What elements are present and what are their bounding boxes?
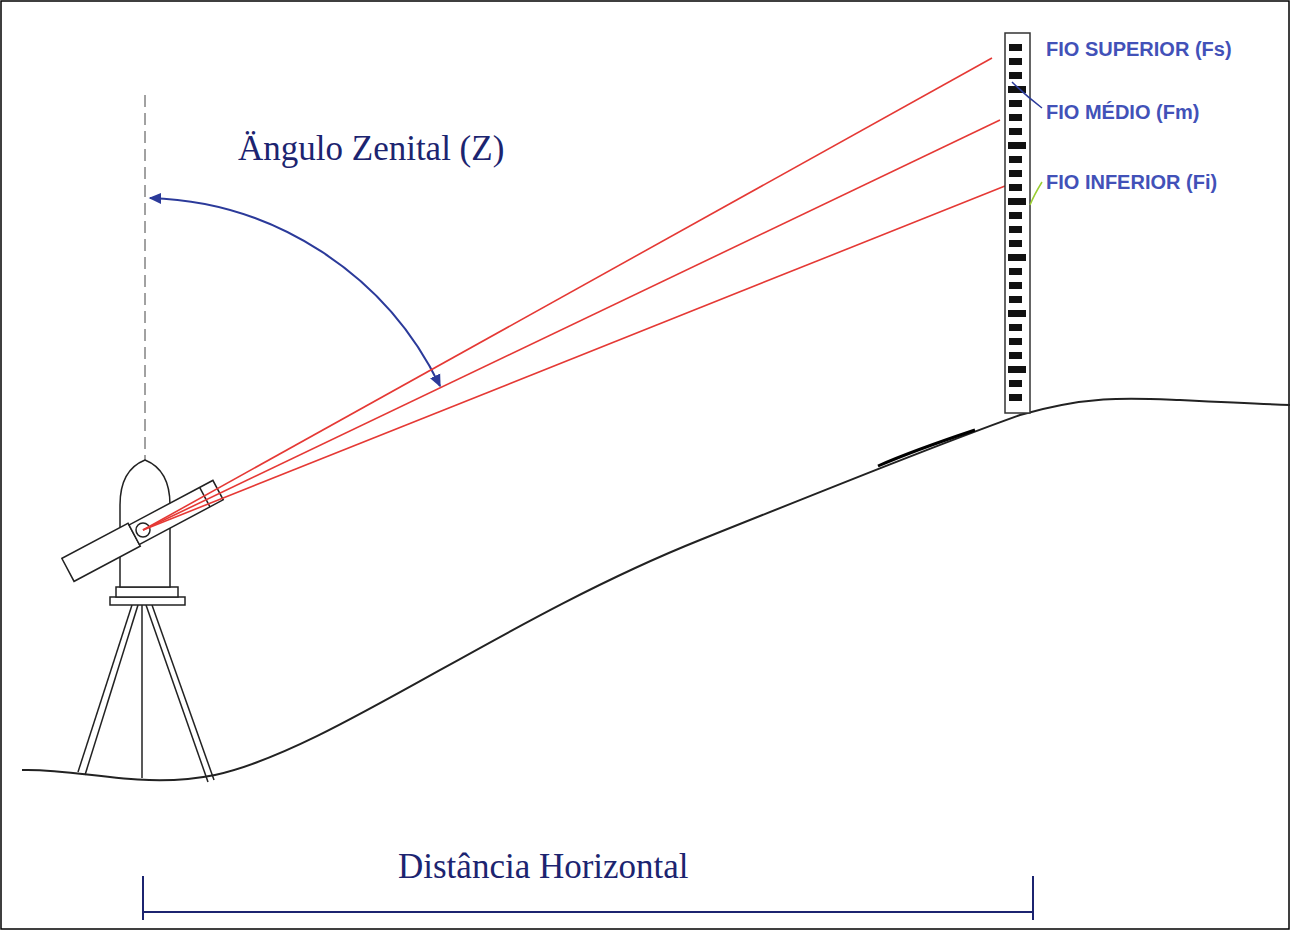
rod-tick <box>1009 44 1022 51</box>
rod-tick <box>1009 324 1022 331</box>
rod-tick <box>1009 100 1022 107</box>
wire-label: FIO MÉDIO (Fm) <box>1046 101 1199 123</box>
rod-tick <box>1009 114 1022 121</box>
leveling-rod <box>1005 33 1030 413</box>
rod-tick <box>1009 338 1022 345</box>
angle-label: Ängulo Zenital (Z) <box>238 130 504 169</box>
rod-tick <box>1009 380 1022 387</box>
rod-tick <box>1008 310 1026 317</box>
rod-tick <box>1009 268 1022 275</box>
distance-label: Distância Horizontal <box>398 848 689 887</box>
rod-tick <box>1008 142 1026 149</box>
wire-label: FIO INFERIOR (Fi) <box>1046 171 1217 193</box>
rod-tick <box>1009 72 1022 79</box>
rod-tick <box>1009 58 1022 65</box>
zenith-arc <box>150 198 440 386</box>
rod-tick <box>1009 296 1022 303</box>
rod-tick <box>1009 226 1022 233</box>
terrain-mark <box>878 430 975 466</box>
rod-tick <box>1008 198 1026 205</box>
sight-lines <box>143 58 1005 530</box>
wire-label: FIO SUPERIOR (Fs) <box>1046 38 1232 60</box>
rod-tick <box>1009 352 1022 359</box>
rod-tick <box>1009 212 1022 219</box>
rod-tick <box>1009 170 1022 177</box>
rod-tick <box>1008 254 1026 261</box>
rod-tick <box>1009 184 1022 191</box>
rod-tick <box>1009 282 1022 289</box>
leader-line <box>1030 182 1042 205</box>
terrain-line <box>22 399 1290 781</box>
vertical-line <box>145 95 146 470</box>
rod-tick <box>1009 394 1022 401</box>
theodolite <box>62 460 224 605</box>
leader-line <box>1012 82 1042 108</box>
tripod <box>78 605 214 782</box>
rod-tick <box>1008 366 1026 373</box>
rod-tick <box>1009 156 1022 163</box>
rod-tick <box>1009 240 1022 247</box>
rod-tick <box>1009 128 1022 135</box>
rod-ticks <box>1008 44 1026 401</box>
